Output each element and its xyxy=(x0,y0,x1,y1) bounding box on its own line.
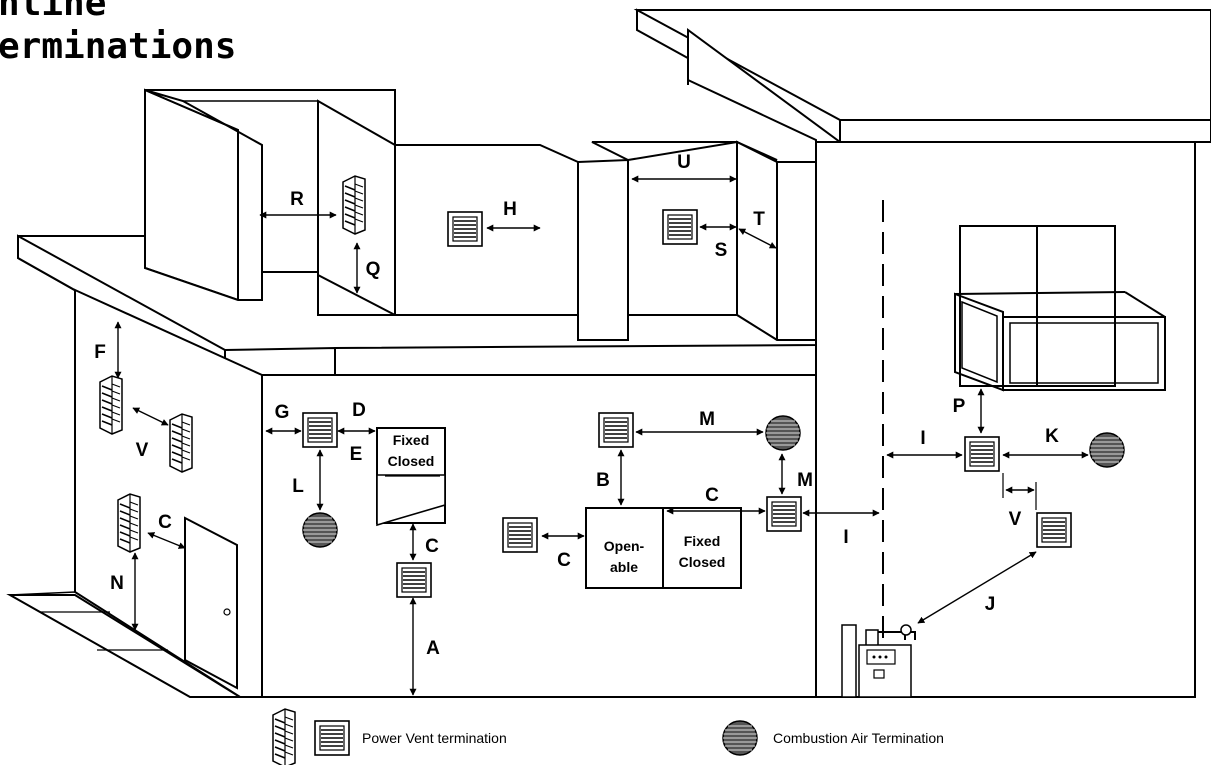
dim-t xyxy=(738,228,777,249)
label-m-top: M xyxy=(699,409,715,430)
label-m-vert: M xyxy=(797,470,813,491)
power-vent-m-low xyxy=(766,496,802,532)
label-t: T xyxy=(753,209,765,230)
combustion-air-m xyxy=(765,415,801,451)
label-v-left: V xyxy=(136,440,149,461)
dim-v-left xyxy=(132,407,169,426)
legend-combustion-air: Combustion Air Termination xyxy=(773,730,944,746)
openable-label-2: able xyxy=(610,559,638,575)
label-c-fixed: C xyxy=(705,485,719,506)
side-vent-q xyxy=(342,175,366,235)
label-r: R xyxy=(290,189,304,210)
label-h: H xyxy=(503,199,517,220)
label-p: P xyxy=(953,396,966,417)
label-q: Q xyxy=(366,259,381,280)
label-u: U xyxy=(677,152,691,173)
side-vent-v xyxy=(169,413,193,473)
side-vent-n xyxy=(117,493,141,553)
fixed-pane-label-2: Closed xyxy=(679,554,726,570)
label-e: E xyxy=(350,444,363,465)
legend-power-vent: Power Vent termination xyxy=(362,730,507,746)
openable-label-1: Open- xyxy=(604,538,645,554)
label-c-window: C xyxy=(425,536,439,557)
power-vent-h xyxy=(447,211,483,247)
legend-side-louver-icon xyxy=(272,708,296,765)
combustion-air-l xyxy=(302,512,338,548)
title-line-2: erminations xyxy=(0,26,237,67)
dim-j xyxy=(917,551,1037,624)
fixed-pane-label-1: Fixed xyxy=(684,533,721,549)
power-vent-a xyxy=(396,562,432,598)
label-b: B xyxy=(596,470,610,491)
door xyxy=(184,516,238,690)
fixed-window-label-1: Fixed xyxy=(393,432,430,448)
label-i-left: I xyxy=(843,527,848,548)
power-vent-s xyxy=(662,209,698,245)
label-s: S xyxy=(715,240,728,261)
parapet-middle xyxy=(394,144,579,316)
gas-meter-icon xyxy=(841,624,916,698)
fixed-window-label-2: Closed xyxy=(388,453,435,469)
door-knob xyxy=(223,608,231,616)
label-v-right: V xyxy=(1009,509,1022,530)
power-vent-c-left xyxy=(502,517,538,553)
parapet-block xyxy=(577,158,629,341)
legend-square-louver-icon xyxy=(314,720,350,756)
side-vent-f xyxy=(99,375,123,435)
label-i-right: I xyxy=(920,428,925,449)
label-c-openable: C xyxy=(557,550,571,571)
power-vent-j xyxy=(1036,512,1072,548)
power-vent-m xyxy=(598,412,634,448)
combustion-air-k xyxy=(1089,432,1125,468)
power-vent-d xyxy=(302,412,338,448)
label-a: A xyxy=(426,638,440,659)
label-n: N xyxy=(110,573,124,594)
label-c-door: C xyxy=(158,512,172,533)
label-f: F xyxy=(94,342,106,363)
power-vent-p xyxy=(964,436,1000,472)
title-line-1: nline xyxy=(0,0,107,24)
label-j: J xyxy=(985,594,996,615)
label-g: G xyxy=(275,402,290,423)
label-l: L xyxy=(292,476,304,497)
dim-c-door xyxy=(147,532,186,549)
label-k: K xyxy=(1045,426,1059,447)
label-d: D xyxy=(352,400,366,421)
legend-round-grille-icon xyxy=(722,720,758,756)
right-roof-edge xyxy=(839,119,1211,143)
